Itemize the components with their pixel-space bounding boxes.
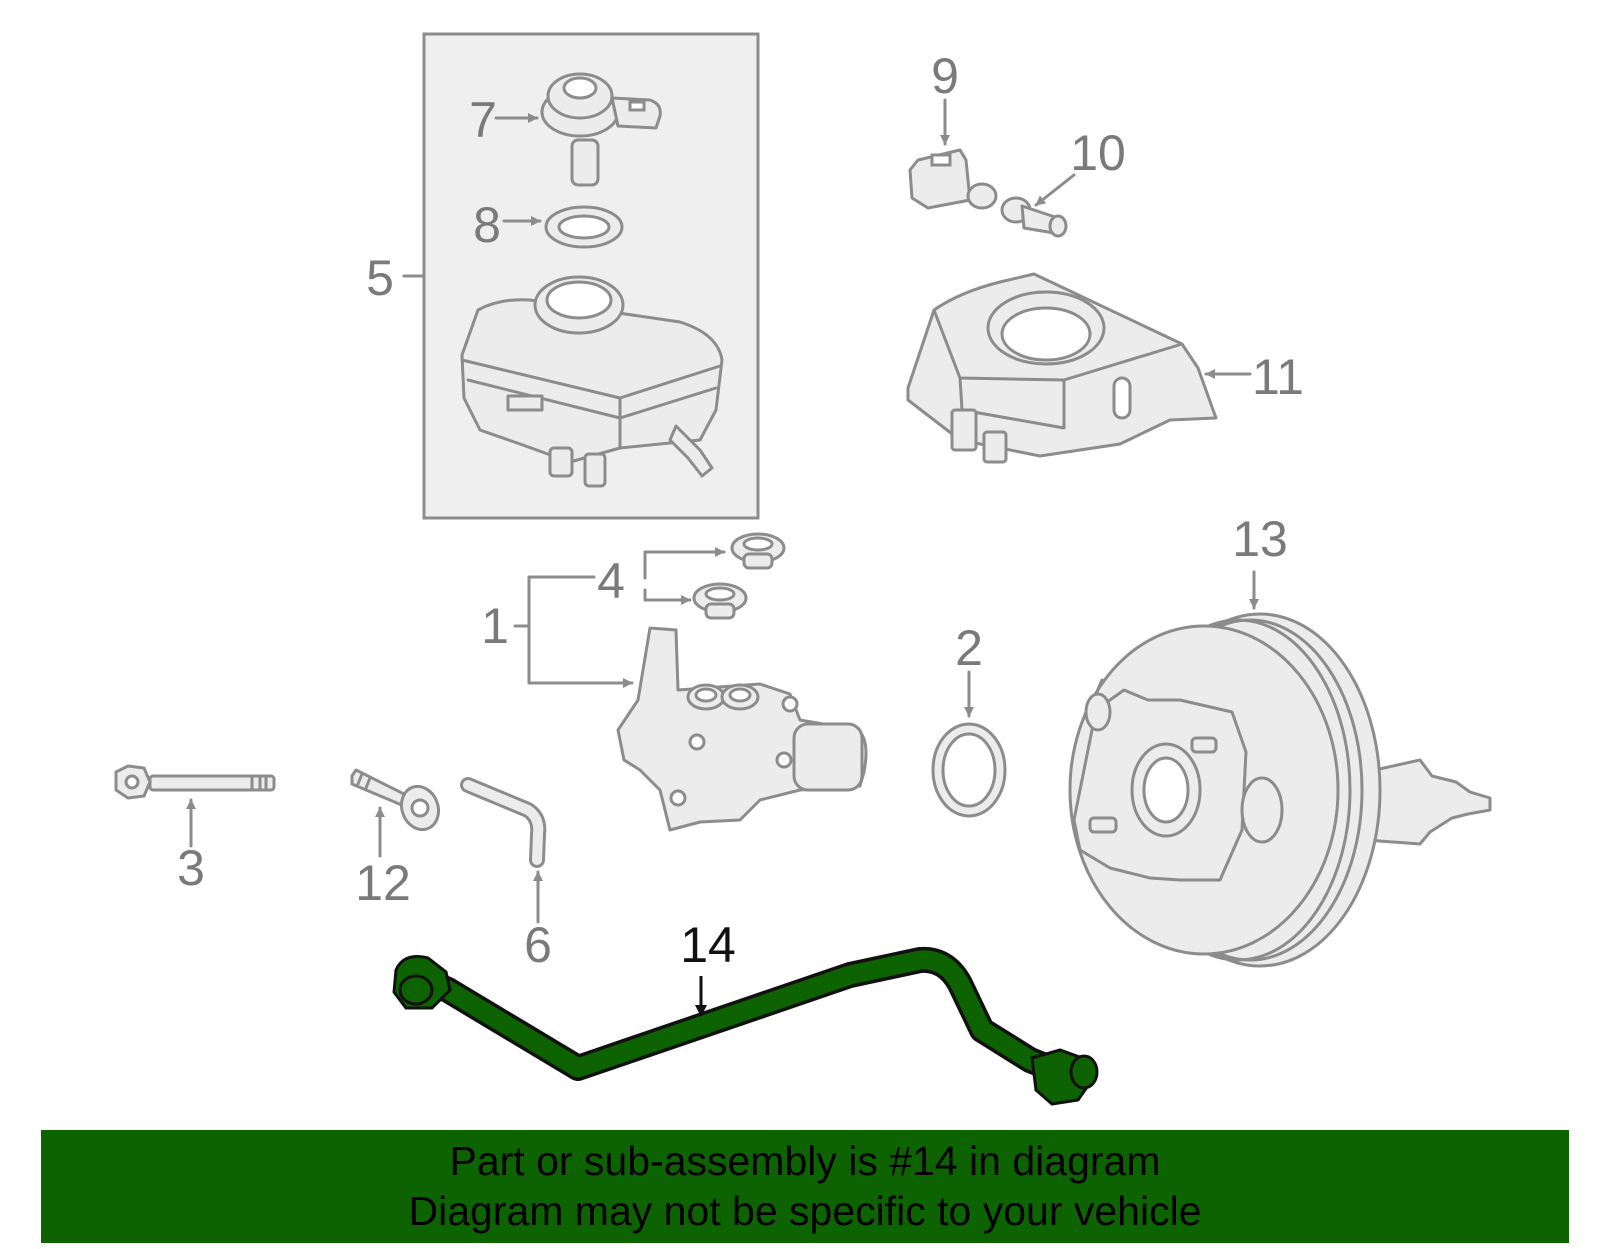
part-9-sensor bbox=[908, 148, 998, 210]
callout-4: 4 bbox=[597, 553, 625, 609]
part-10-bolt bbox=[1000, 196, 1068, 238]
part-11-cover bbox=[906, 272, 1218, 464]
part-4-grommets bbox=[692, 532, 786, 620]
part-8-seal-ring bbox=[544, 205, 624, 249]
banner-line-2: Diagram may not be specific to your vehi… bbox=[408, 1188, 1202, 1234]
callout-14: 14 bbox=[680, 917, 736, 973]
callout-11: 11 bbox=[1252, 349, 1304, 405]
callout-2: 2 bbox=[955, 620, 983, 676]
leader-4b bbox=[643, 588, 692, 605]
part-1-master-cylinder bbox=[616, 626, 868, 832]
part-13-brake-booster bbox=[1068, 612, 1492, 968]
callout-3: 3 bbox=[177, 840, 205, 896]
callout-5: 5 bbox=[366, 250, 394, 306]
part-3-bolt bbox=[114, 764, 276, 800]
leader-1a bbox=[527, 575, 596, 628]
leader-4a bbox=[643, 547, 726, 580]
part-7-reservoir-cap bbox=[540, 72, 662, 187]
leader-10 bbox=[1034, 173, 1076, 207]
callout-9: 9 bbox=[931, 48, 959, 104]
part-5-reservoir bbox=[460, 275, 724, 488]
callout-13: 13 bbox=[1232, 511, 1288, 567]
callout-6: 6 bbox=[524, 917, 552, 973]
callout-1: 1 bbox=[481, 598, 509, 654]
banner-line-1: Part or sub-assembly is #14 in diagram bbox=[449, 1138, 1161, 1184]
part-6-clip bbox=[460, 777, 547, 868]
leader-1b bbox=[527, 624, 634, 688]
callout-12: 12 bbox=[355, 855, 411, 911]
part-2-seal bbox=[931, 722, 1007, 818]
callout-10: 10 bbox=[1070, 125, 1126, 181]
info-banner: Part or sub-assembly is #14 in diagram D… bbox=[41, 1130, 1569, 1243]
callout-8: 8 bbox=[473, 197, 501, 253]
part-14-vacuum-hose bbox=[392, 946, 1099, 1106]
callout-7: 7 bbox=[469, 92, 497, 148]
part-12-bolt bbox=[350, 768, 441, 832]
